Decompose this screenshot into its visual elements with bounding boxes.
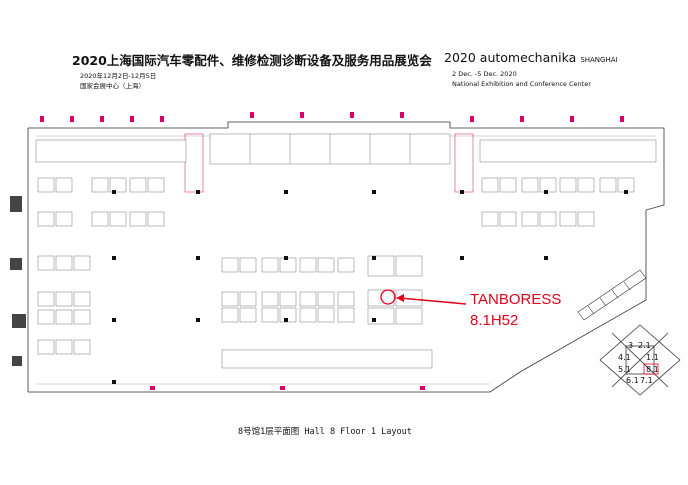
callout-company: TANBORESS bbox=[470, 291, 562, 308]
callout-arrow-line bbox=[399, 297, 467, 305]
hall-key-label: 8.1 bbox=[646, 365, 659, 374]
hall-key-labels: 3 2.1 4.1 1.1 5.1 8.1 6.1 7.1 bbox=[618, 341, 659, 385]
hall-key-label: 1.1 bbox=[646, 353, 659, 362]
hall-key-label: 3 bbox=[628, 341, 633, 350]
hall-key-diagram bbox=[599, 324, 681, 396]
title-chinese: 2020上海国际汽车零配件、维修检测诊断设备及服务用品展览会 bbox=[72, 53, 432, 68]
hall-key-label: 5.1 bbox=[618, 365, 631, 374]
title-english-sub: SHANGHAI bbox=[580, 56, 618, 64]
highlighted-booth-marker bbox=[380, 289, 396, 305]
left-wall-equipment bbox=[10, 196, 26, 366]
venue-chinese: 国家会展中心（上海） bbox=[80, 82, 145, 90]
callout-booth-number: 8.1H52 bbox=[470, 312, 519, 329]
hall-key-label: 7.1 bbox=[640, 376, 653, 385]
venue-english: National Exhibition and Conference Cente… bbox=[452, 80, 591, 88]
hall-outline bbox=[27, 121, 665, 393]
callout-arrow-head bbox=[396, 294, 404, 302]
booth-block-top-center bbox=[209, 133, 451, 165]
hall-key-label: 6.1 bbox=[626, 376, 639, 385]
booth-block-right bbox=[479, 139, 657, 227]
hall-key-highlight bbox=[643, 363, 659, 375]
hall-key-label: 2.1 bbox=[638, 341, 651, 350]
title-english-main: 2020 automechanika bbox=[444, 50, 577, 65]
escalator bbox=[577, 269, 647, 321]
floor-caption: 8号馆1层平面图 Hall 8 Floor 1 Layout bbox=[238, 427, 412, 437]
date-chinese: 2020年12月2日-12月5日 bbox=[80, 72, 157, 80]
date-english: 2 Dec. -5 Dec. 2020 bbox=[452, 70, 517, 78]
booth-block-center bbox=[221, 255, 433, 369]
entrance-markers bbox=[40, 112, 624, 390]
hall-key-label: 4.1 bbox=[618, 353, 631, 362]
pillars bbox=[112, 190, 628, 384]
booth-block-left bbox=[35, 139, 187, 355]
